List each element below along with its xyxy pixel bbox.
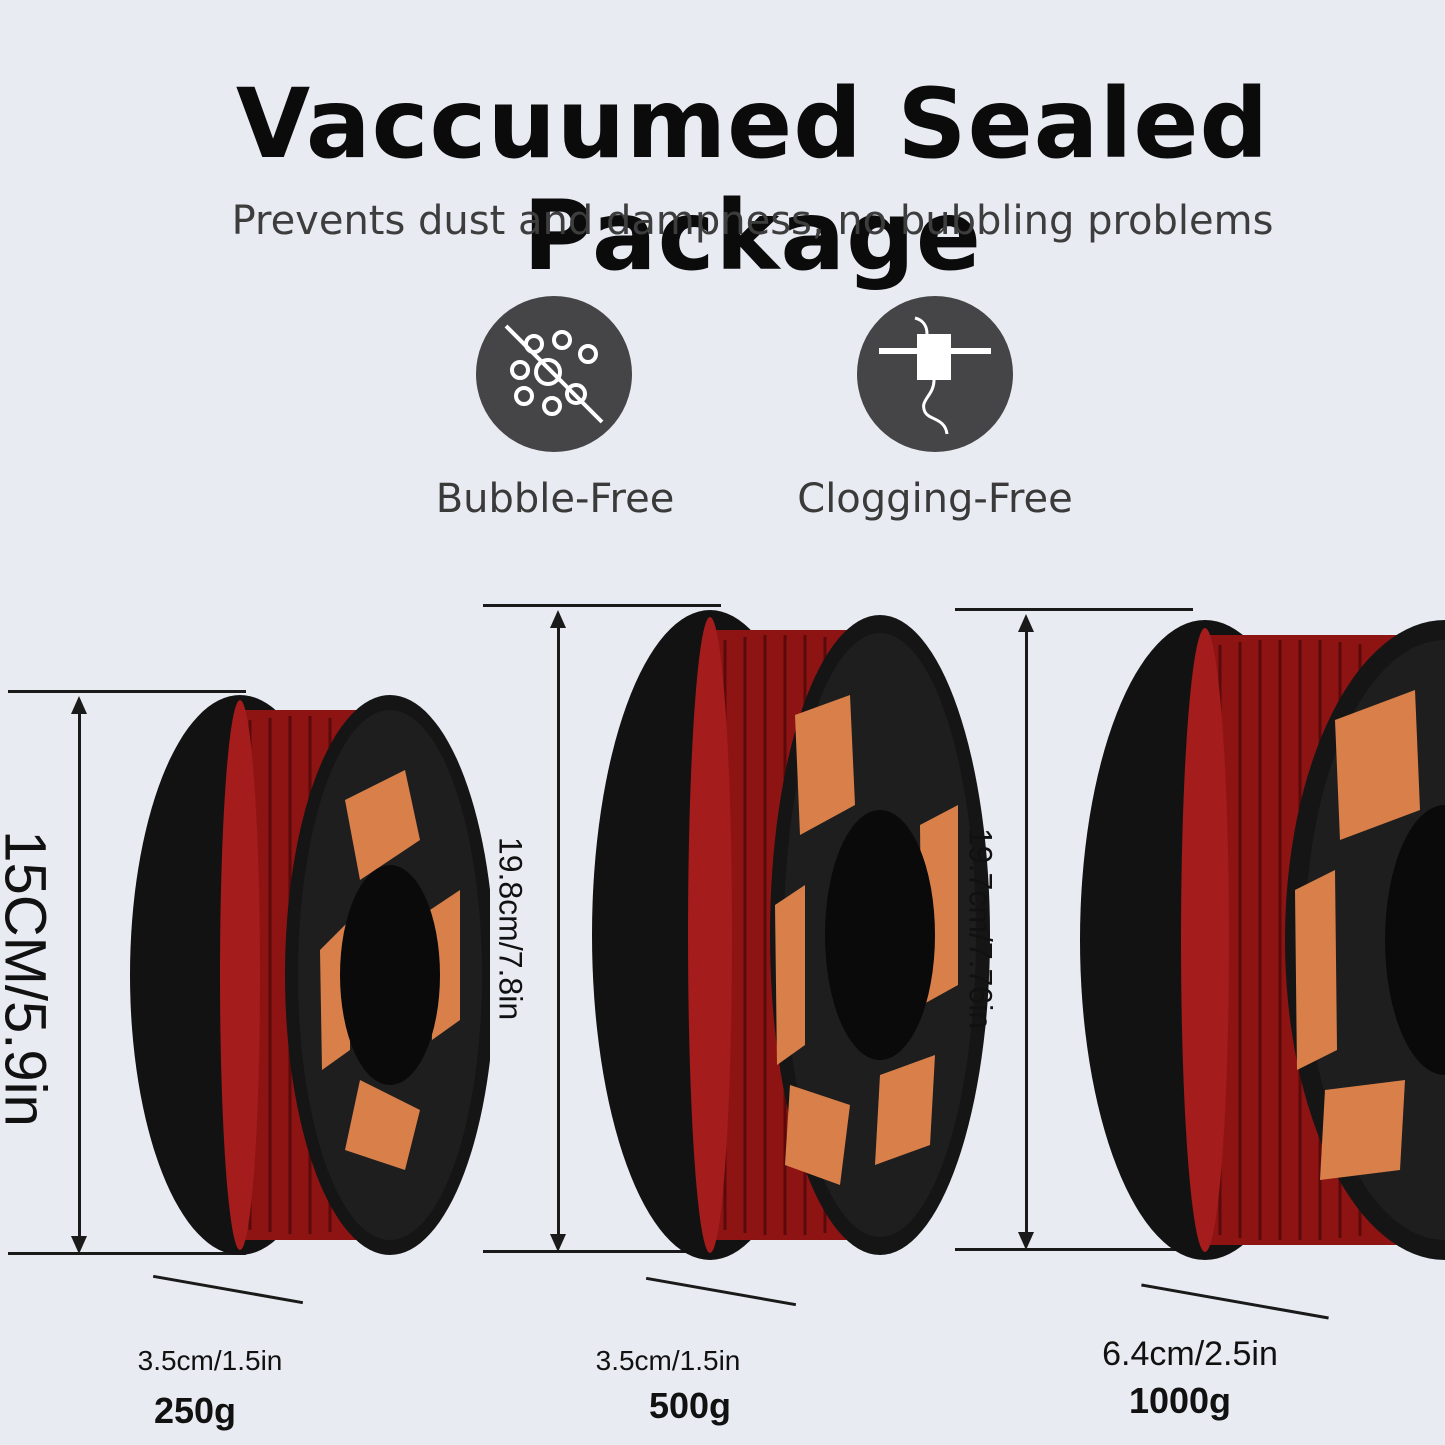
dimension-line-bottom bbox=[8, 1252, 246, 1255]
height-arrow bbox=[78, 700, 81, 1245]
spool-1-weight-label: 250g bbox=[153, 1390, 237, 1431]
spool-3-width-label: 6.4cm/2.5in bbox=[1102, 1335, 1278, 1373]
dimension-line-top bbox=[8, 690, 246, 693]
spool-3-height-label: 19.7cm/7.76in bbox=[962, 827, 999, 1029]
spool-1-image bbox=[130, 695, 490, 1255]
spool-2-height-label: 19.8cm/7.8in bbox=[492, 836, 529, 1021]
width-arrow bbox=[152, 1274, 304, 1305]
arrow-head-down bbox=[71, 1236, 87, 1254]
page-title: Vaccuumed Sealed Package bbox=[235, 68, 1270, 292]
arrow-head-down bbox=[550, 1234, 566, 1252]
spool-3-weight-label: 1000g bbox=[1128, 1380, 1232, 1421]
spool-1-width-label: 3.5cm/1.5in bbox=[137, 1345, 283, 1376]
arrow-head-up bbox=[71, 696, 87, 714]
height-arrow bbox=[1025, 620, 1028, 1240]
dimension-line-top bbox=[955, 608, 1193, 611]
spool-3-image bbox=[1080, 620, 1445, 1260]
feature-label-clogging-free: Clogging-Free bbox=[797, 476, 1073, 522]
spool-1-height-label: 15CM/5.9in bbox=[0, 830, 58, 1127]
arrow-head-up bbox=[1018, 614, 1034, 632]
dimension-line-bottom bbox=[483, 1250, 721, 1253]
feature-label-bubble-free: Bubble-Free bbox=[435, 476, 675, 522]
printer-nozzle-icon bbox=[857, 296, 1013, 452]
arrow-head-down bbox=[1018, 1232, 1034, 1250]
dimension-line-bottom bbox=[955, 1248, 1193, 1251]
spool-2-weight-label: 500g bbox=[648, 1385, 732, 1426]
spool-2-width-label: 3.5cm/1.5in bbox=[595, 1345, 741, 1376]
width-arrow bbox=[645, 1276, 797, 1307]
width-arrow bbox=[1141, 1283, 1329, 1320]
dimension-line-top bbox=[483, 604, 721, 607]
height-arrow bbox=[557, 615, 560, 1243]
arrow-head-up bbox=[550, 610, 566, 628]
bubble-free-icon bbox=[476, 296, 632, 452]
spool-2-image bbox=[592, 610, 990, 1260]
page-subtitle: Prevents dust and dampness, no bubbling … bbox=[231, 198, 1274, 244]
